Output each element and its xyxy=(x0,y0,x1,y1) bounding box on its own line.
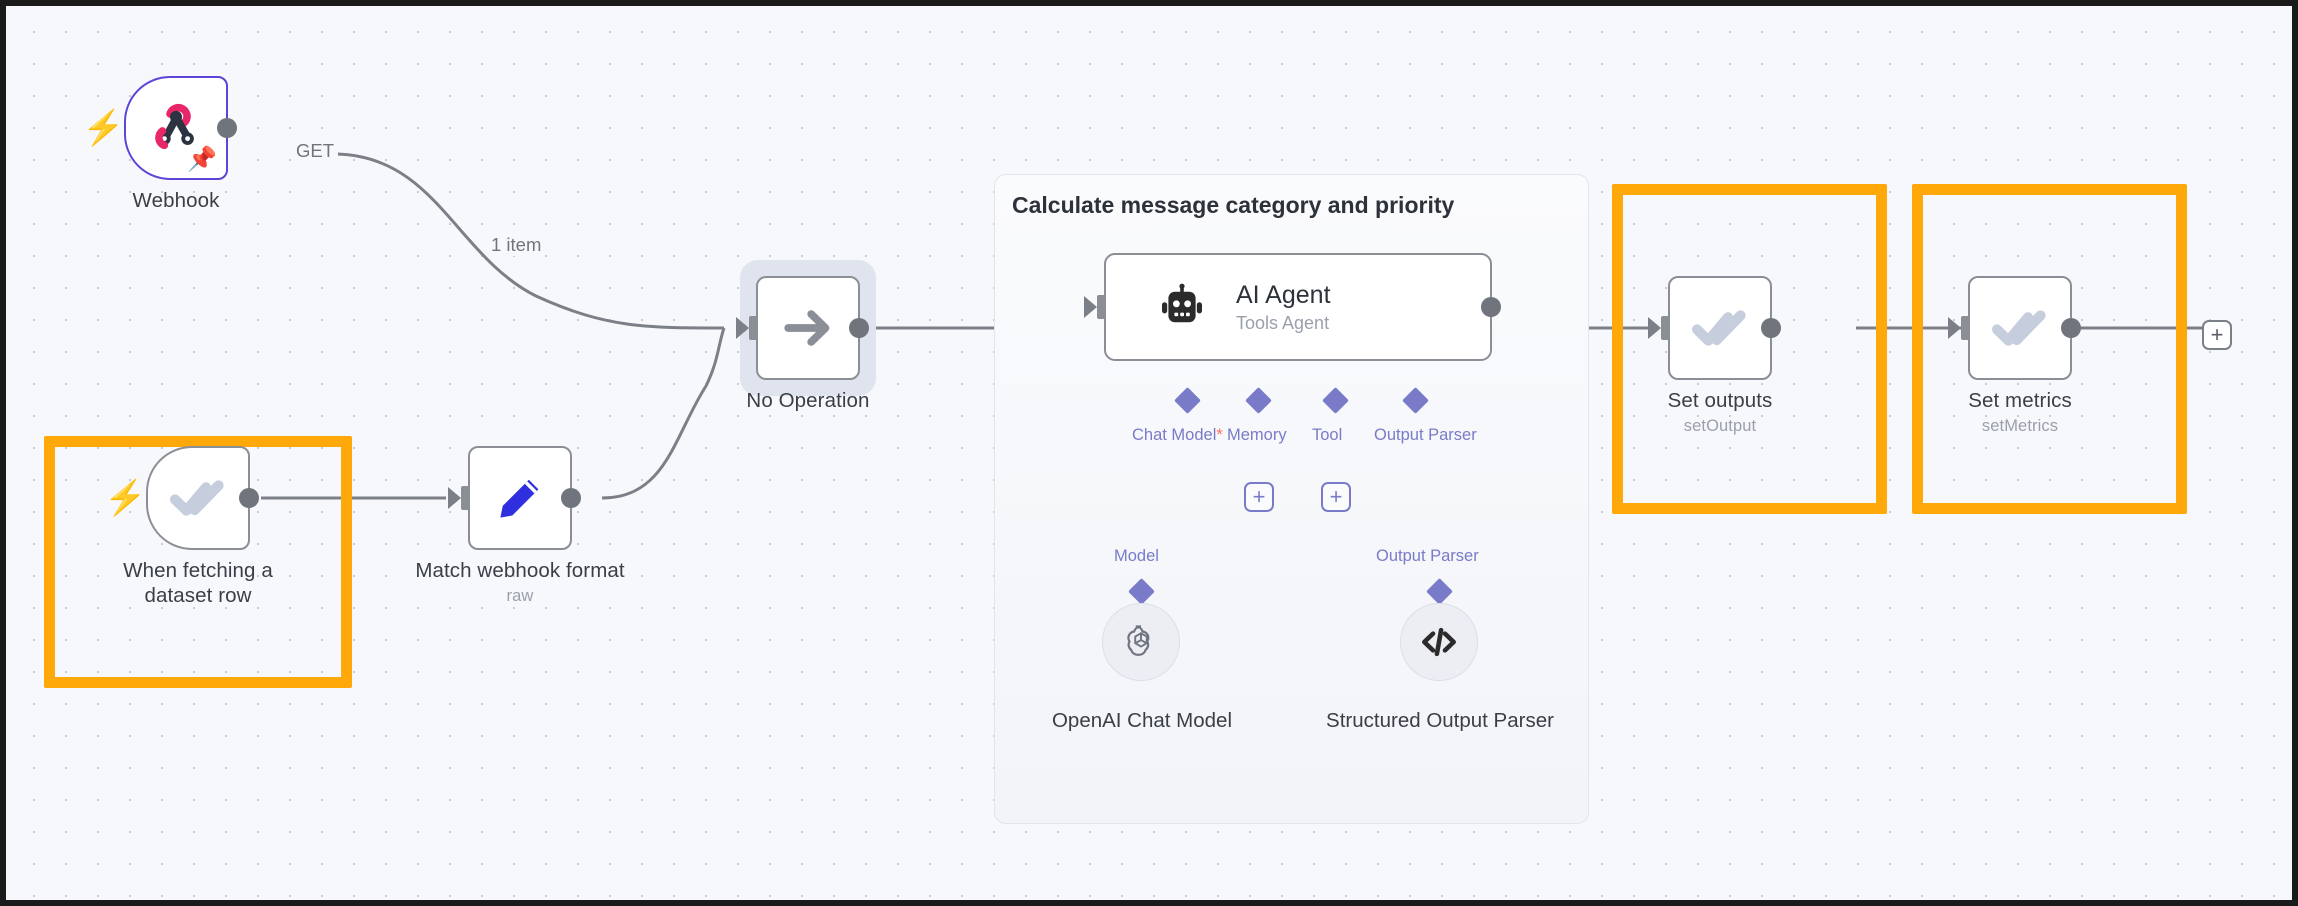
input-arrow-icon xyxy=(736,317,749,339)
highlight-box-set-metrics xyxy=(1912,184,2187,514)
set-outputs-input-port[interactable] xyxy=(1661,316,1670,340)
match-webhook-format-input-port[interactable] xyxy=(461,486,470,510)
node-match-webhook-format-label: Match webhook format xyxy=(415,559,625,582)
highlight-box-when-fetching-dataset-row xyxy=(44,436,352,688)
node-when-fetching-dataset-row[interactable]: ⚡ When fetching a dataset row xyxy=(104,446,273,607)
node-no-operation-box[interactable] xyxy=(736,276,869,380)
add-memory-button[interactable]: + xyxy=(1244,482,1274,512)
set-metrics-input-port[interactable] xyxy=(1961,316,1970,340)
node-webhook[interactable]: ⚡ 📌 Webhook xyxy=(82,76,237,212)
required-asterisk-icon: * xyxy=(1216,426,1223,444)
input-arrow-icon xyxy=(1948,317,1961,339)
pin-icon[interactable]: 📌 xyxy=(187,146,217,173)
connector-label-chat-model: Chat Model* xyxy=(1132,426,1223,444)
no-operation-input-port[interactable] xyxy=(749,316,758,340)
sub-connector-label-model: Model xyxy=(1114,547,1159,565)
double-check-icon xyxy=(1991,310,2046,346)
workflow-canvas[interactable]: ⚡ 📌 Webhook GET 1 item ⚡ xyxy=(6,6,2292,900)
node-structured-output-parser[interactable] xyxy=(1400,603,1478,681)
node-when-fetching-dataset-row-box[interactable]: ⚡ xyxy=(104,446,259,550)
match-webhook-format-output-port[interactable] xyxy=(561,488,581,508)
edge-label-1-item: 1 item xyxy=(487,234,546,256)
node-no-operation[interactable]: No Operation xyxy=(736,276,869,412)
node-set-outputs-sublabel: setOutput xyxy=(1683,417,1757,435)
node-set-outputs[interactable]: Set outputs setOutput xyxy=(1648,276,1781,435)
node-no-operation-label: No Operation xyxy=(746,389,870,412)
node-match-webhook-format[interactable]: Match webhook format raw xyxy=(415,446,625,605)
bolt-icon: ⚡ xyxy=(82,109,125,147)
when-fetching-dataset-row-output-port[interactable] xyxy=(239,488,259,508)
input-arrow-icon xyxy=(1648,317,1661,339)
node-match-webhook-format-sublabel: raw xyxy=(506,587,534,605)
agent-group-title: Calculate message category and priority xyxy=(1012,192,1455,218)
highlight-box-set-outputs xyxy=(1612,184,1887,514)
node-webhook-label: Webhook xyxy=(132,189,220,212)
pencil-icon xyxy=(500,479,539,518)
connector-label-tool: Tool xyxy=(1312,426,1343,444)
node-set-outputs-box[interactable] xyxy=(1648,276,1781,380)
webhook-icon xyxy=(155,103,194,150)
openai-icon xyxy=(1127,625,1150,656)
node-when-fetching-dataset-row-label: When fetching a dataset row xyxy=(123,559,273,607)
set-outputs-output-port[interactable] xyxy=(1761,318,1781,338)
node-set-metrics-box[interactable] xyxy=(1948,276,2081,380)
ai-agent-title: AI Agent xyxy=(1236,280,1331,309)
node-match-webhook-format-box[interactable] xyxy=(448,446,581,550)
add-node-button[interactable]: + xyxy=(2202,320,2232,350)
double-check-icon xyxy=(169,480,224,516)
node-set-metrics[interactable]: Set metrics setMetrics xyxy=(1948,276,2081,435)
node-set-outputs-label: Set outputs xyxy=(1667,389,1773,412)
code-brackets-icon xyxy=(1422,627,1456,657)
connector-label-output-parser: Output Parser xyxy=(1374,426,1477,444)
ai-agent-subtitle: Tools Agent xyxy=(1236,312,1330,333)
ai-agent-output-port[interactable] xyxy=(1481,297,1501,317)
no-operation-output-port[interactable] xyxy=(849,318,869,338)
node-set-metrics-sublabel: setMetrics xyxy=(1981,417,2059,435)
node-ai-agent[interactable]: AI Agent Tools Agent xyxy=(1084,253,1501,361)
robot-icon xyxy=(1162,283,1202,323)
node-webhook-box[interactable]: ⚡ 📌 xyxy=(82,76,237,180)
sub-connector-label-output-parser: Output Parser xyxy=(1376,547,1479,565)
add-tool-button[interactable]: + xyxy=(1321,482,1351,512)
node-structured-output-parser-label: Structured Output Parser xyxy=(1326,709,1554,732)
ai-agent-input-port[interactable] xyxy=(1097,295,1106,319)
node-set-metrics-label: Set metrics xyxy=(1968,389,2072,412)
connector-label-memory: Memory xyxy=(1227,426,1287,444)
double-check-icon xyxy=(1691,310,1746,346)
edge-label-get: GET xyxy=(292,140,339,162)
input-arrow-icon xyxy=(1084,296,1097,318)
set-metrics-output-port[interactable] xyxy=(2061,318,2081,338)
input-arrow-icon xyxy=(448,487,461,509)
node-openai-chat-model[interactable] xyxy=(1102,603,1180,681)
arrow-right-icon xyxy=(784,310,830,346)
bolt-icon: ⚡ xyxy=(104,479,147,517)
node-openai-chat-model-label: OpenAI Chat Model xyxy=(1051,709,1233,732)
webhook-output-port[interactable] xyxy=(217,118,237,138)
